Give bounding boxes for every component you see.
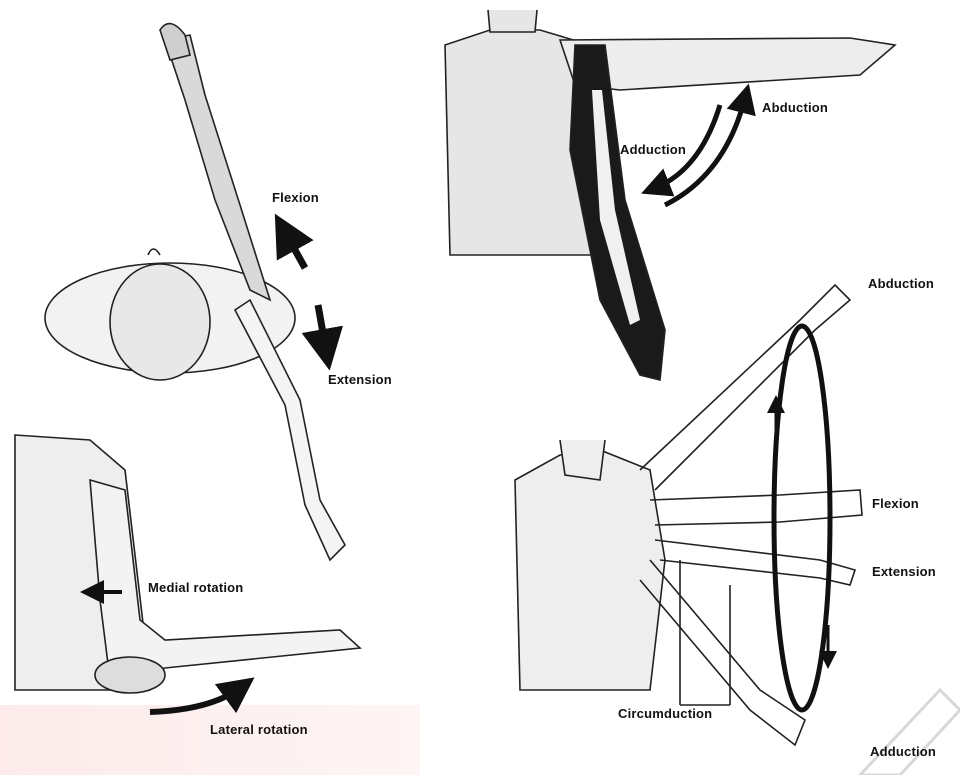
label-extension-right: Extension — [872, 564, 936, 579]
label-circumduction: Circumduction — [618, 706, 712, 721]
label-lateral-rotation: Lateral rotation — [210, 722, 308, 737]
label-extension-top: Extension — [328, 372, 392, 387]
arm-flexed — [160, 24, 270, 300]
arrow-extension — [318, 305, 326, 350]
label-flexion-right: Flexion — [872, 496, 919, 511]
panel-circumduction — [515, 285, 862, 745]
label-adduction-right: Adduction — [870, 744, 936, 759]
arm-adducted — [570, 45, 665, 380]
panel-abduction-adduction — [445, 10, 895, 380]
arrow-flexion — [285, 232, 305, 268]
circumduction-leaders — [680, 560, 730, 705]
arm-extended — [235, 300, 345, 560]
label-abduction-top: Abduction — [762, 100, 828, 115]
label-adduction-top: Adduction — [620, 142, 686, 157]
arm-back — [655, 540, 855, 585]
label-medial-rotation: Medial rotation — [148, 580, 243, 595]
label-flexion-top: Flexion — [272, 190, 319, 205]
arm-raised — [640, 285, 850, 490]
arrow-lateral-rotation — [150, 688, 240, 712]
label-abduction-right: Abduction — [868, 276, 934, 291]
torso-front-large — [515, 440, 665, 690]
